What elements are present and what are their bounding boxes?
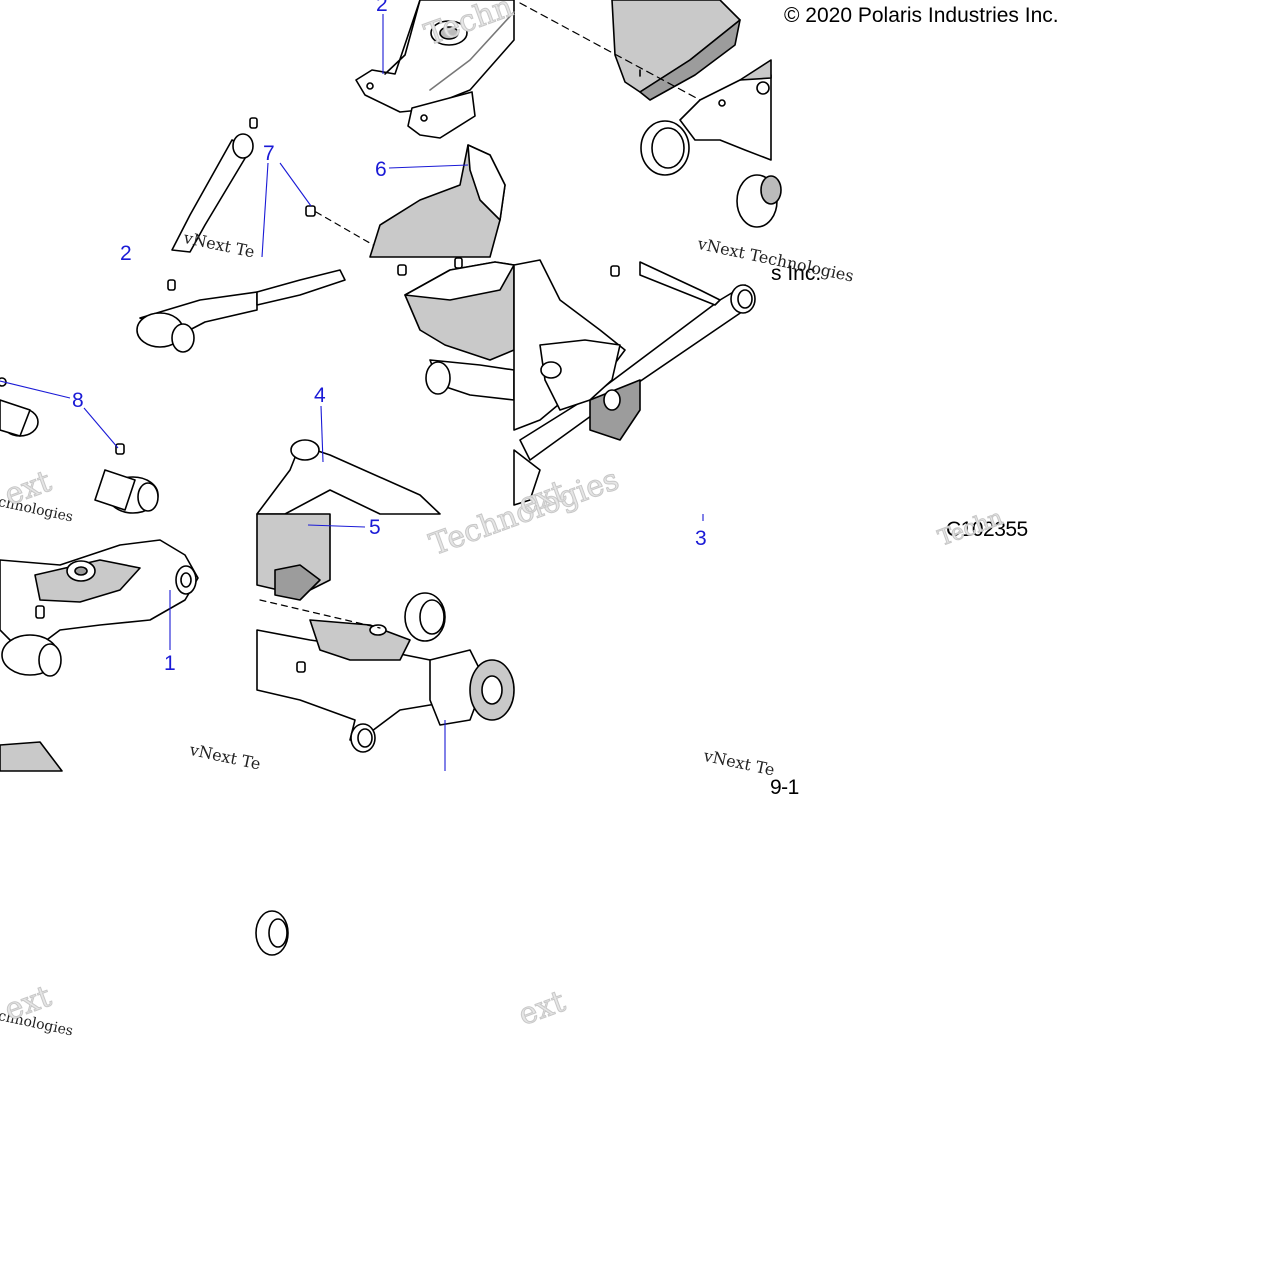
guard-5: [256, 513, 331, 601]
callout-1: 1: [164, 652, 176, 675]
copyright-fragment: s Inc.: [771, 262, 822, 285]
callout-2-top: 2: [376, 0, 388, 16]
callout-4: 4: [314, 384, 326, 407]
lower-arm-tube-left: [171, 117, 258, 253]
figure-code: C102355: [946, 518, 1028, 541]
callout-7: 7: [263, 142, 275, 165]
callout-5: 5: [369, 516, 381, 539]
lower-a-arm-center: [255, 592, 515, 956]
upper-a-arm-1: [0, 539, 199, 772]
arm-4: [256, 257, 463, 515]
callout-6: 6: [375, 158, 387, 181]
upper-a-arm-top: [355, 0, 515, 139]
callout-leaders: [0, 14, 704, 771]
guard-mid: [256, 261, 515, 401]
callout-3: 3: [695, 527, 707, 550]
guard-6: [369, 144, 506, 258]
callout-2-left: 2: [120, 242, 132, 265]
lower-a-arm-right: [640, 59, 782, 228]
lower-a-arm-bracket: [513, 259, 756, 506]
lower-arm-piece-left: [0, 279, 258, 514]
dashed-leader-top: [519, 2, 701, 101]
figure-code-fragment: 9-1: [770, 776, 799, 799]
guard-plate-top: [611, 0, 741, 101]
grease-fitting-7: [305, 205, 376, 247]
callout-8: 8: [72, 389, 84, 412]
copyright-text: © 2020 Polaris Industries Inc.: [784, 4, 1059, 27]
